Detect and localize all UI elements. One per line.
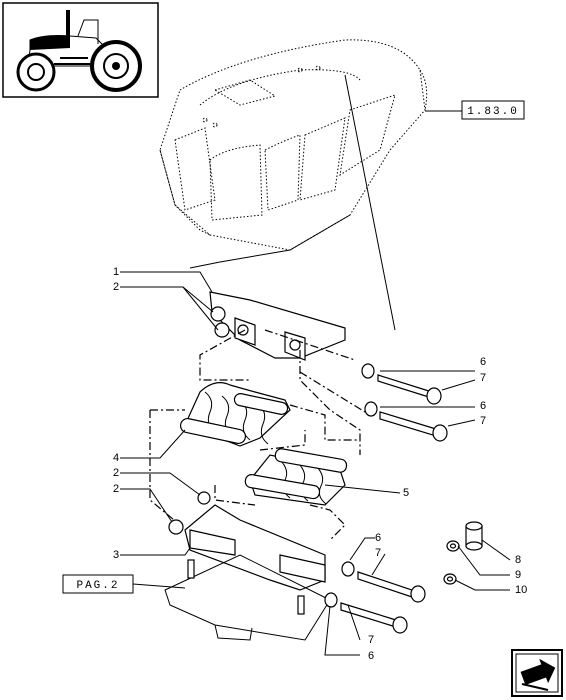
hood-outline [159, 39, 428, 251]
cushion-4 [179, 382, 291, 447]
tractor-thumbnail [2, 2, 159, 98]
bolt-upper-1 [361, 363, 442, 405]
base-plate [164, 554, 331, 641]
ref-label-page: PAG.2 [76, 580, 119, 592]
callout-7: 7 [375, 547, 381, 559]
spacer-8 [465, 521, 483, 551]
cushion-5 [244, 448, 348, 506]
callout-10: 10 [515, 584, 527, 596]
callout-labels: 1 2 4 2 2 3 6 7 6 7 5 6 7 8 9 10 7 6 [113, 266, 527, 662]
callout-7: 7 [480, 415, 486, 427]
ref-label-top: 1.83.0 [467, 106, 519, 118]
callout-8: 8 [515, 554, 521, 566]
callout-6: 6 [375, 532, 381, 544]
callout-6: 6 [480, 400, 486, 412]
callout-3: 3 [113, 549, 119, 561]
callout-2: 2 [113, 281, 119, 293]
callout-6: 6 [480, 356, 486, 368]
ref-box-top[interactable]: 1.83.0 [461, 100, 525, 120]
upper-bracket [209, 291, 346, 361]
callout-7: 7 [480, 372, 486, 384]
callout-6: 6 [368, 650, 374, 662]
callout-2: 2 [113, 483, 119, 495]
bolt-lower-1 [341, 561, 426, 603]
callout-9: 9 [515, 569, 521, 581]
next-arrow-icon[interactable] [511, 649, 563, 697]
callout-5: 5 [403, 487, 409, 499]
callout-1: 1 [113, 266, 119, 278]
callout-7: 7 [368, 634, 374, 646]
nut-10 [443, 573, 457, 585]
bolt-upper-2 [364, 401, 448, 442]
callout-4: 4 [113, 452, 119, 464]
bushing-9 [446, 540, 460, 552]
bolt-lower-2 [324, 592, 408, 634]
ref-box-page[interactable]: PAG.2 [62, 574, 134, 594]
callout-2: 2 [113, 467, 119, 479]
lower-bracket [168, 491, 326, 591]
leader-lines [120, 271, 511, 656]
